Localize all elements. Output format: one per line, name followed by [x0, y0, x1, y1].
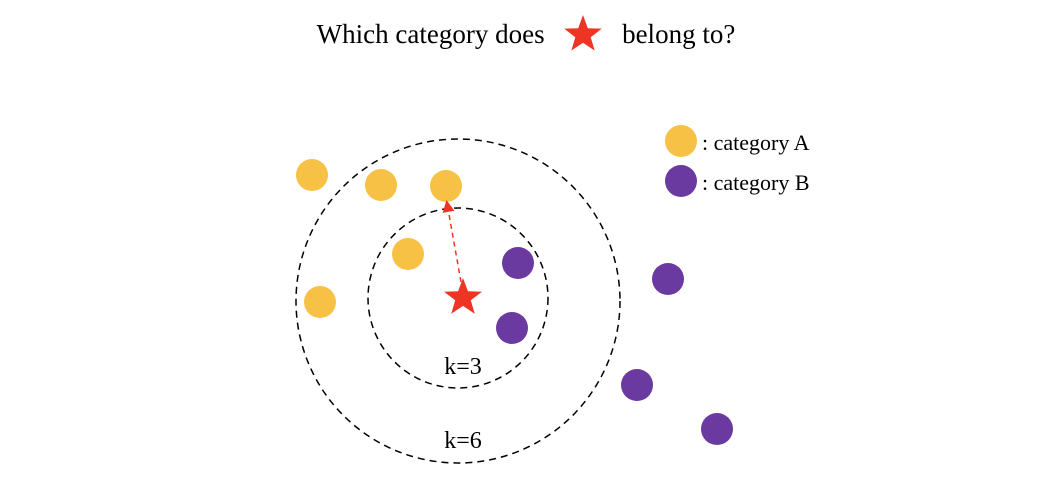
- title-suffix: belong to?: [622, 19, 736, 49]
- legend-category-b-label: : category B: [702, 170, 810, 195]
- category-b-point: [496, 312, 528, 344]
- title-prefix: Which category does: [316, 19, 545, 49]
- inner-ring-k3: [367, 207, 549, 389]
- legend-category-a-icon: [665, 125, 697, 157]
- category-a-point: [304, 286, 336, 318]
- category-a-point: [430, 170, 462, 202]
- inner-ring-label: k=3: [444, 354, 482, 380]
- category-a-point: [365, 169, 397, 201]
- outer-ring-label: k=6: [444, 428, 482, 454]
- category-b-point: [502, 247, 534, 279]
- legend-category-a-label: : category A: [702, 130, 810, 155]
- diagram-title: Which category does belong to?: [0, 14, 1052, 54]
- nearest-neighbor-arrow: [442, 200, 462, 283]
- query-star-icon: [444, 278, 482, 314]
- category-a-point: [296, 159, 328, 191]
- outer-ring-k6: [295, 138, 621, 464]
- legend-category-b-icon: [665, 165, 697, 197]
- category-b-point: [701, 413, 733, 445]
- category-a-point: [392, 238, 424, 270]
- category-b-point: [621, 369, 653, 401]
- category-b-point: [652, 263, 684, 295]
- title-star-icon: [564, 14, 603, 51]
